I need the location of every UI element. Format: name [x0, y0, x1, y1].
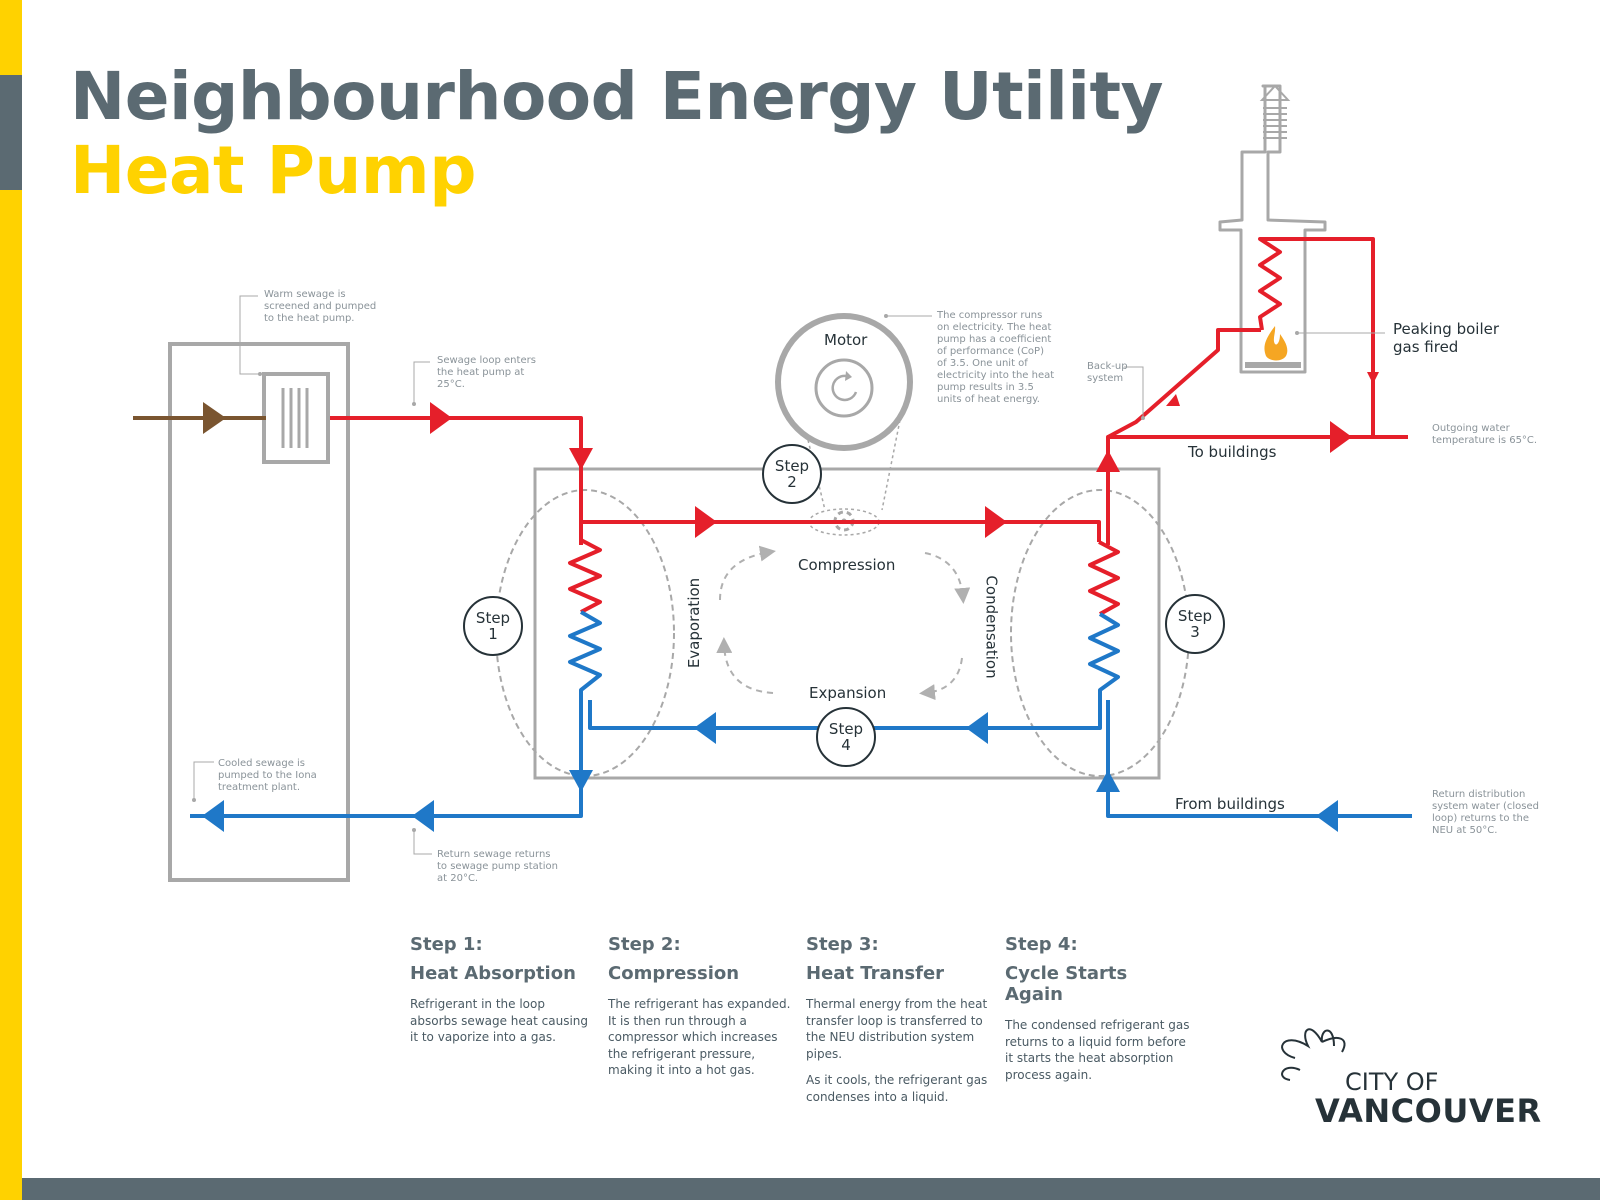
step-4-text: The condensed refrigerant gas returns to… [1005, 1018, 1190, 1082]
footer-bar [22, 1178, 1600, 1200]
evaporator-coil-hot [568, 538, 602, 614]
peaking-boiler-label: Peaking boiler gas fired [1393, 320, 1500, 356]
step-1-name: Heat Absorption [410, 963, 576, 984]
compression-label: Compression [798, 556, 896, 574]
condensation-label: Condensation [982, 575, 1001, 679]
cycle-arrows [716, 545, 971, 701]
boiler-coil [1258, 237, 1282, 331]
motor-label: Motor [824, 331, 868, 349]
step-2-number: Step 2: [608, 934, 681, 955]
step2-circle-label: Step 2 [774, 457, 810, 491]
accent-bar-yellow [0, 0, 22, 1200]
page-title: Neighbourhood Energy Utility [70, 58, 1164, 135]
step-2-text: The refrigerant has expanded. It is then… [608, 997, 791, 1077]
step-3-text-2: As it cools, the refrigerant gas condens… [806, 1073, 988, 1104]
condenser-coil-cold [1088, 612, 1120, 700]
sewage-pump-station-box [168, 342, 350, 882]
logo-vancouver: VANCOUVER [1315, 1092, 1542, 1130]
step-circles [463, 444, 1225, 767]
burner-tray [1245, 362, 1301, 368]
evaporation-label: Evaporation [685, 577, 704, 669]
note-sewage-loop: Sewage loop enters the heat pump at 25°C… [437, 355, 536, 390]
step4-circle-label: Step 4 [828, 720, 864, 754]
motor-rotation-arrowhead [845, 371, 852, 381]
cold-flow-arrows [202, 712, 1338, 832]
step-3-name: Heat Transfer [806, 963, 945, 984]
chimney-cap [1259, 84, 1291, 139]
note-return-distribution: Return distribution system water (closed… [1432, 789, 1540, 836]
step-4-name: Cycle Starts Again [1005, 963, 1128, 1005]
leader-lines [193, 295, 1385, 855]
expansion-label: Expansion [809, 684, 887, 702]
city-logo-leaves-icon [1281, 1028, 1346, 1081]
accent-bar-slate [0, 75, 22, 190]
peaking-boiler [1218, 84, 1327, 374]
logo-city-of: CITY OF [1345, 1068, 1439, 1096]
hot-flow-arrows [430, 372, 1379, 538]
step-3-description: Step 3: Heat Transfer Thermal energy fro… [806, 934, 991, 1105]
from-buildings-label: From buildings [1175, 795, 1285, 813]
note-warm-sewage: Warm sewage is screened and pumped to th… [264, 289, 377, 324]
step-2-name: Compression [608, 963, 740, 984]
to-buildings-label: To buildings [1188, 443, 1277, 461]
step3-circle-label: Step 3 [1177, 607, 1213, 641]
note-backup: Back-up system [1087, 361, 1128, 384]
note-outgoing: Outgoing water temperature is 65°C. [1432, 423, 1538, 446]
step-4-number: Step 4: [1005, 934, 1078, 955]
note-cooled-sewage: Cooled sewage is pumped to the Iona trea… [218, 758, 317, 793]
page-subtitle: Heat Pump [70, 132, 476, 209]
leader-dots [192, 314, 1299, 832]
screen-bars [281, 388, 309, 448]
step-4-description: Step 4: Cycle Starts Again The condensed… [1005, 934, 1190, 1083]
sewage-screen [262, 372, 330, 464]
flame-icon [1264, 326, 1288, 361]
step-3-number: Step 3: [806, 934, 879, 955]
motor-rotation-icon [831, 374, 858, 402]
step1-circle-label: Step 1 [475, 609, 511, 643]
sewage-inlet-arrow [203, 402, 226, 434]
step-1-text: Refrigerant in the loop absorbs sewage h… [410, 997, 589, 1044]
step-2-description: Step 2: Compression The refrigerant has … [608, 934, 793, 1079]
step-3-text: Thermal energy from the heat transfer lo… [806, 997, 988, 1061]
note-compressor: The compressor runs on electricity. The … [937, 310, 1055, 405]
step-1-number: Step 1: [410, 934, 483, 955]
condenser-coil-hot [1088, 540, 1120, 616]
motor-circle [775, 313, 913, 451]
evaporator-coil-cold [568, 610, 602, 700]
heat-pump-box [533, 467, 1161, 780]
step-1-description: Step 1: Heat Absorption Refrigerant in t… [410, 934, 595, 1046]
motor-rotor [814, 358, 874, 418]
note-return-sewage: Return sewage returns to sewage pump sta… [437, 849, 558, 884]
